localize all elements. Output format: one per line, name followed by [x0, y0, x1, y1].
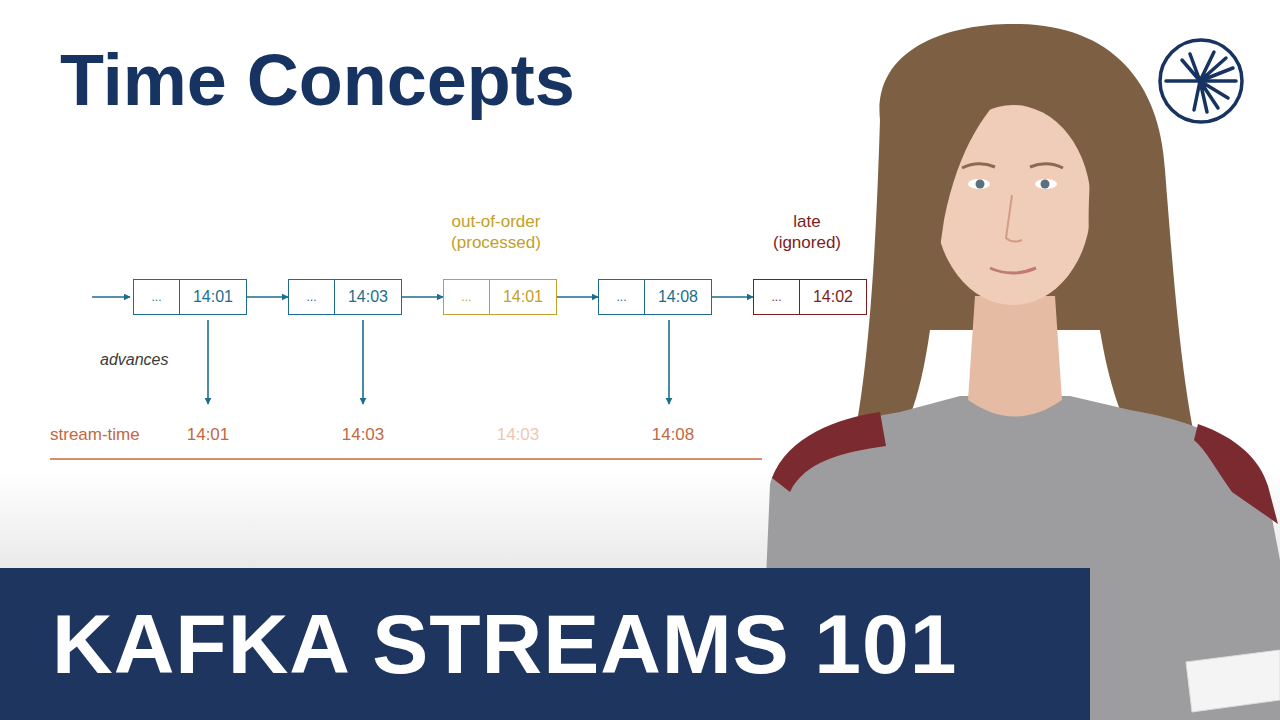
time-value: 14:03 — [342, 424, 385, 445]
payload-cell: ... — [754, 280, 800, 314]
banner-text: KAFKA STREAMS 101 — [52, 596, 957, 693]
payload-cell: ... — [289, 280, 335, 314]
event-record: ...14:08 — [598, 279, 712, 315]
advance-arrow — [362, 320, 364, 404]
event-record: ...14:01 — [133, 279, 247, 315]
timestamp-cell: 14:03 — [335, 280, 401, 314]
axis-label: stream-time — [50, 424, 140, 445]
late-record: ...14:02 — [753, 279, 867, 315]
event-record: ...14:03 — [288, 279, 402, 315]
time-value: 14:01 — [187, 424, 230, 445]
title: Time Concepts — [60, 44, 575, 116]
input-arrow — [92, 296, 130, 298]
payload-cell: ... — [134, 280, 180, 314]
status-label: out-of-order (processed) — [434, 211, 558, 254]
time-value: 14:08 — [652, 424, 695, 445]
out-of-order-record: ...14:01 — [443, 279, 557, 315]
payload-cell: ... — [444, 280, 490, 314]
timestamp-cell: 14:01 — [490, 280, 556, 314]
status-label: late (ignored) — [762, 211, 852, 254]
annotation: advances — [100, 350, 169, 370]
logo — [1160, 40, 1242, 122]
payload-cell: ... — [599, 280, 645, 314]
flow-arrow — [247, 296, 288, 298]
advance-arrow — [668, 320, 670, 404]
timestamp-cell: 14:02 — [800, 280, 866, 314]
title-banner: KAFKA STREAMS 101 — [0, 568, 1090, 720]
timestamp-cell: 14:01 — [180, 280, 246, 314]
timestamp-cell: 14:08 — [645, 280, 711, 314]
flow-arrow — [712, 296, 753, 298]
time-value: 14:03 — [497, 424, 540, 445]
flow-arrow — [557, 296, 598, 298]
advance-arrow — [207, 320, 209, 404]
stream-time-axis — [50, 458, 762, 460]
flow-arrow — [402, 296, 443, 298]
